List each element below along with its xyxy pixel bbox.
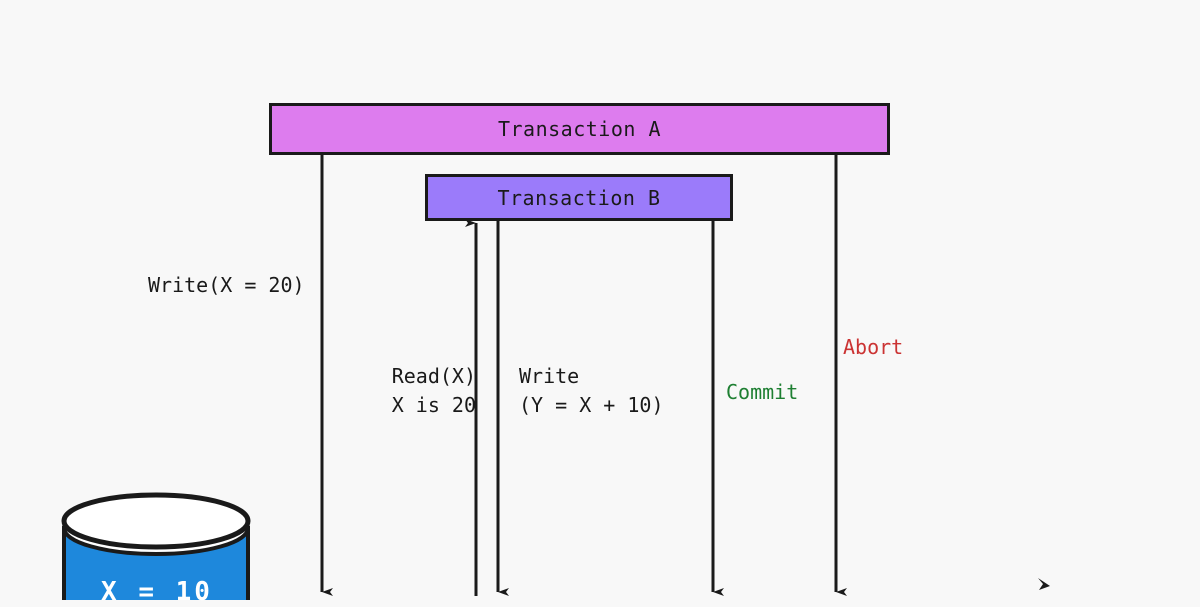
label-read-x-line1: Read(X): [391, 364, 476, 388]
transaction-b-label: Transaction B: [497, 185, 661, 210]
label-write-y-line2: (Y = X + 10): [519, 393, 664, 417]
label-write-y: Write (Y = X + 10): [519, 362, 664, 420]
label-abort: Abort: [843, 335, 904, 359]
arrowhead-fragment: [1038, 578, 1050, 590]
label-write-y-line1: Write: [519, 364, 580, 388]
label-write-x: Write(X = 20): [148, 273, 305, 297]
transaction-b-box[interactable]: Transaction B: [425, 174, 733, 221]
database-top: [61, 492, 251, 550]
database-cylinder: [61, 492, 251, 600]
database-value-label: X = 10: [101, 577, 213, 607]
label-read-x-line2: X is 20: [391, 393, 476, 417]
transaction-a-box[interactable]: Transaction A: [269, 103, 890, 155]
label-commit: Commit: [726, 380, 799, 404]
label-read-x: Read(X) X is 20: [383, 362, 476, 420]
transaction-a-label: Transaction A: [497, 117, 662, 141]
